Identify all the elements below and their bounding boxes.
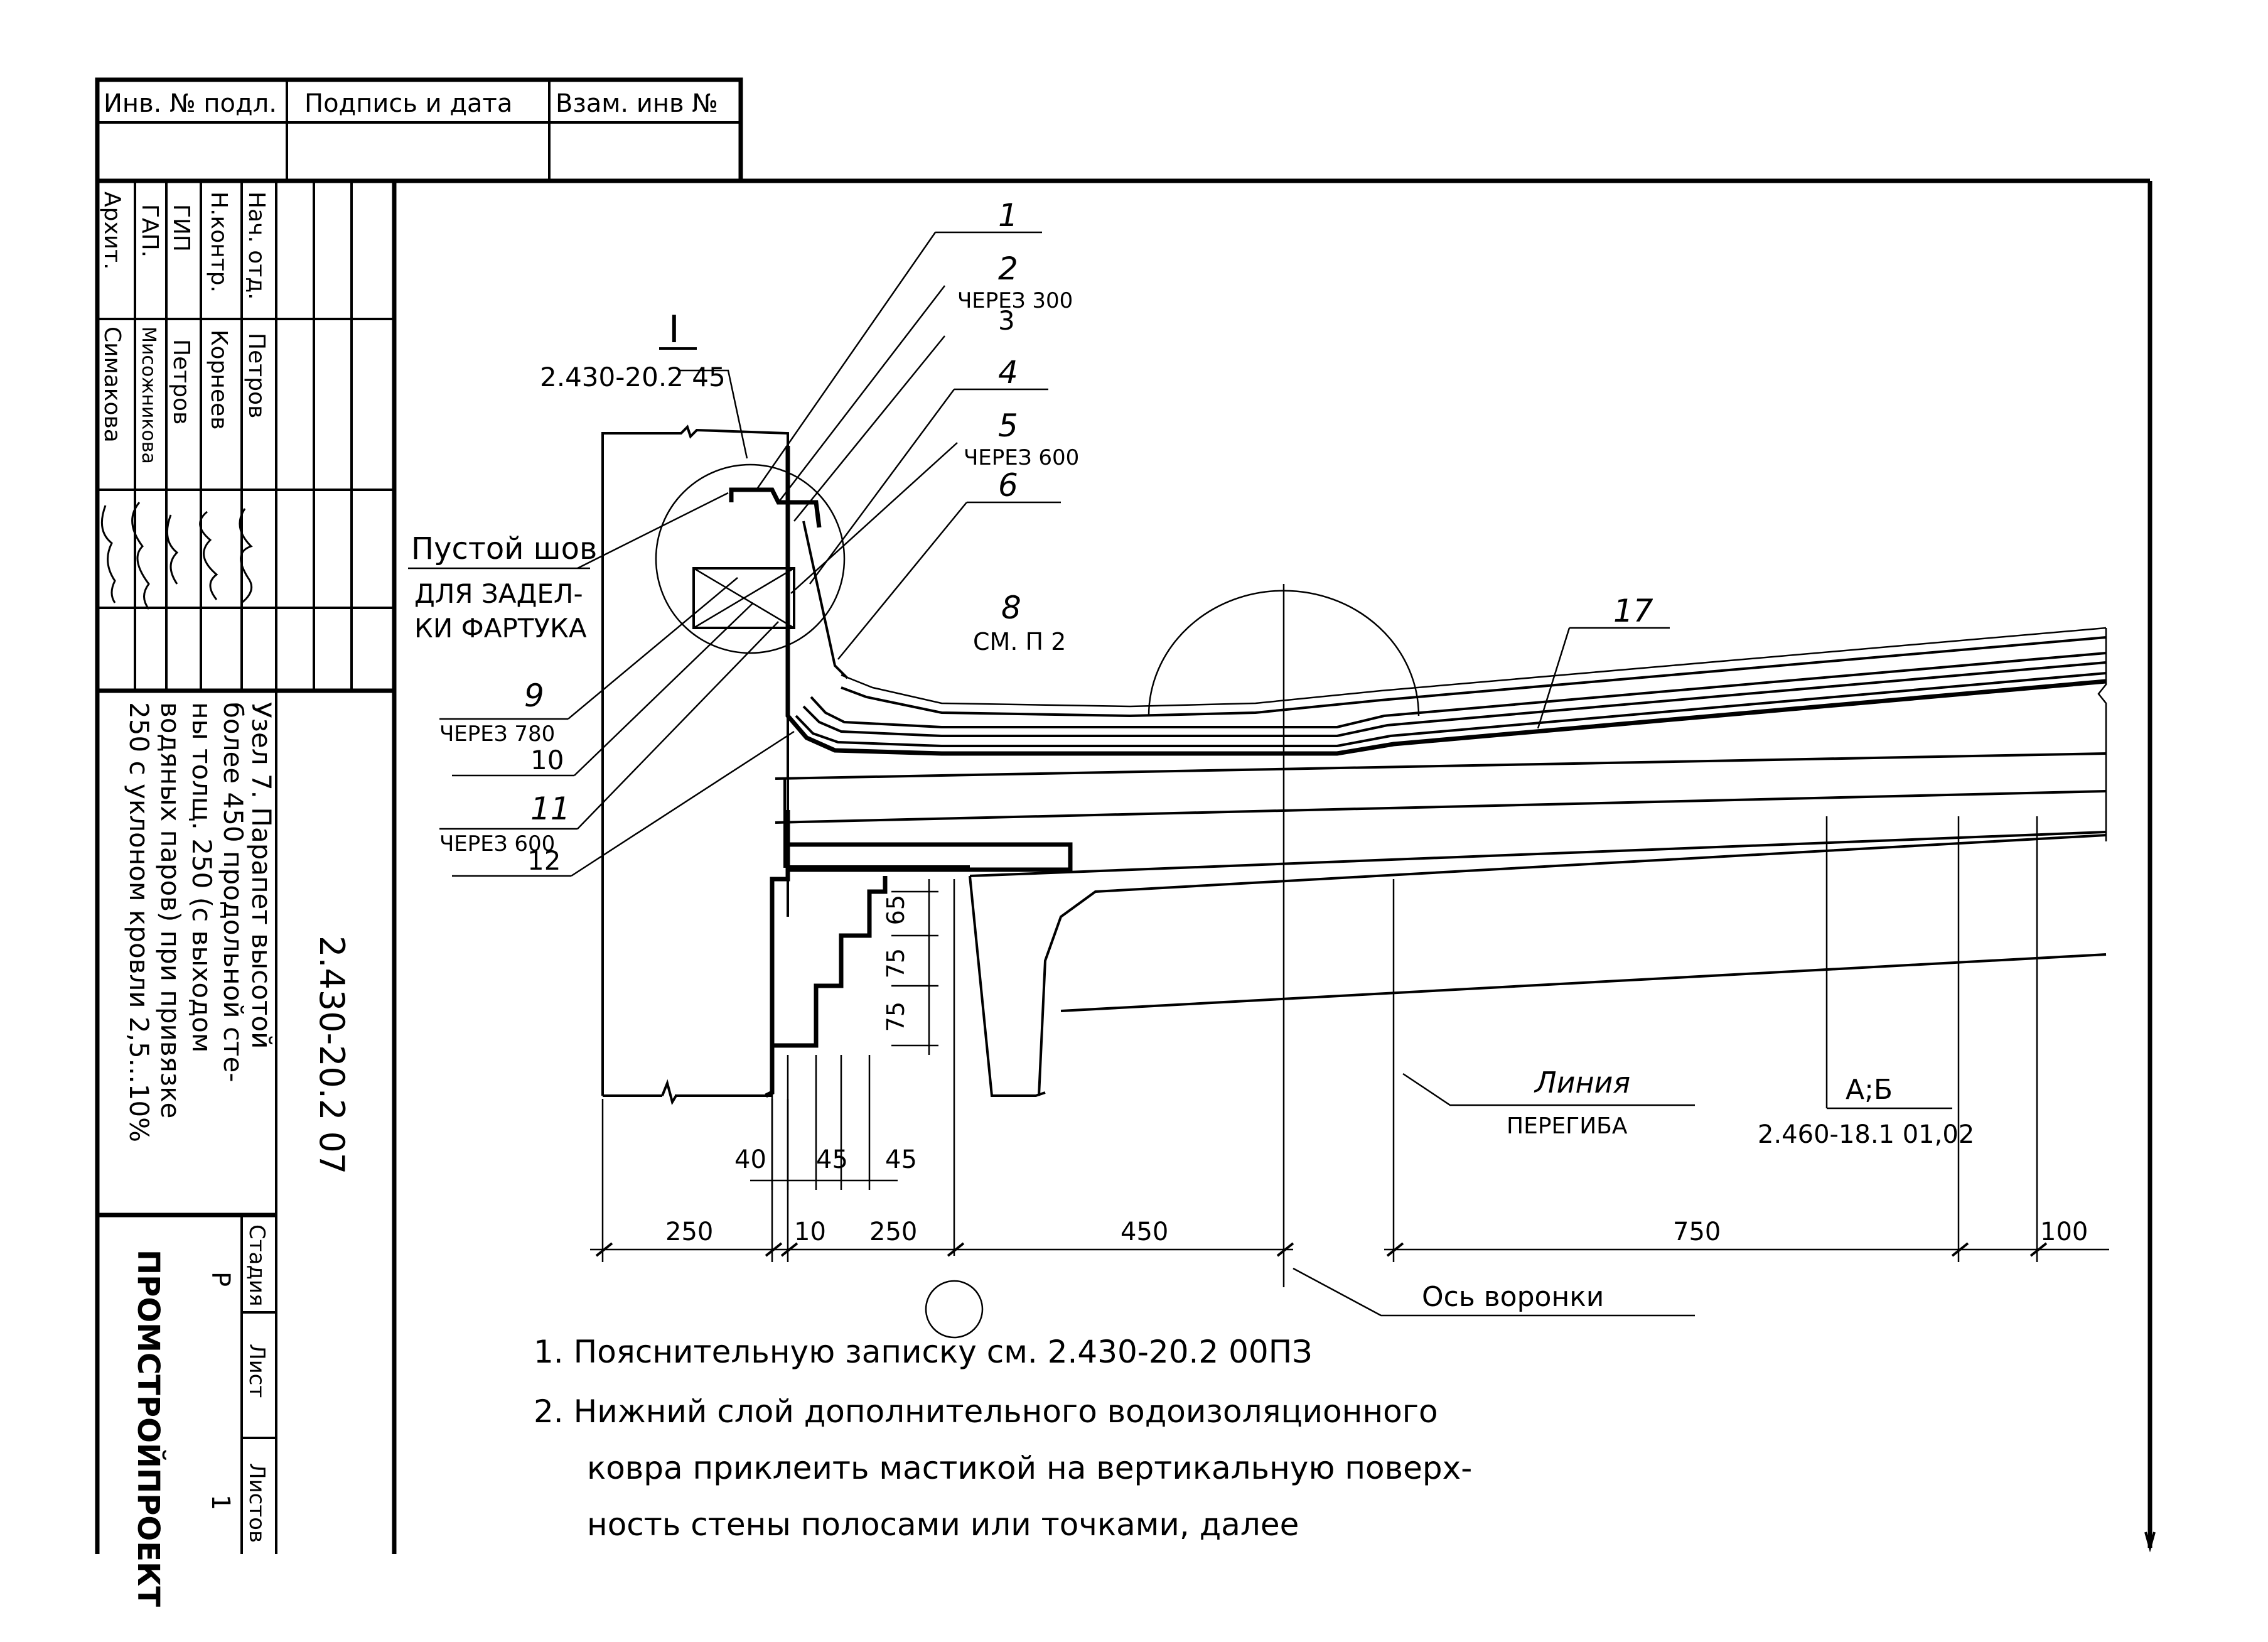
note-2: 2. Нижний слой дополнительного водоизоля… (534, 1393, 1438, 1430)
description-line-3: ны толщ. 250 (с выходом (186, 702, 217, 1052)
callouts: 1 2 ЧЕРЕЗ 300 3 4 5 ЧЕРЕЗ 600 6 8 СМ. П … (408, 197, 1670, 877)
signer-role-1: Нач. отд. (244, 192, 269, 300)
callout-9-note: ЧЕРЕЗ 780 (439, 721, 555, 747)
signer-role-2: Н.контр. (206, 192, 232, 293)
annotations: Линия ПЕРЕГИБА А;Б 2.460-18.1 01,02 Ось … (925, 816, 1974, 1339)
stamp-inv-podl: Инв. № подл. (104, 89, 277, 118)
bottom-dim-250a: 250 (665, 1218, 713, 1246)
sheets-value: 1 (206, 1494, 235, 1510)
ab-ref-1: А;Б (1846, 1074, 1893, 1106)
callout-12: 12 (527, 845, 561, 876)
top-stamp: Инв. № подл. Подпись и дата Взам. инв № (95, 77, 743, 183)
bottom-dim-750: 750 (1673, 1218, 1721, 1246)
description-line-1: Узел 7. Парапет высотой (246, 702, 277, 1049)
small-dim-45a: 45 (816, 1145, 848, 1174)
empty-joint-line-2: ДЛЯ ЗАДЕЛ- (414, 578, 583, 609)
sheet-header: Лист (244, 1344, 269, 1398)
callout-11-note: ЧЕРЕЗ 600 (439, 831, 555, 856)
signer-role-4: ГАП. (137, 204, 163, 257)
organization: ПРОМСТРОЙПРОЕКТ (131, 1250, 166, 1607)
signer-name-3: Петров (168, 339, 194, 424)
small-dim-40: 40 (734, 1145, 766, 1174)
bottom-dim-100: 100 (2040, 1218, 2088, 1246)
signer-name-5: Симакова (99, 327, 125, 443)
empty-joint-line-3: КИ ФАРТУКА (414, 613, 587, 644)
bend-line-2: ПЕРЕГИБА (1507, 1113, 1628, 1139)
dimensions: 65 75 75 40 45 45 250 10 250 450 750 100 (590, 816, 2109, 1262)
note-1: 1. Пояснительную записку см. 2.430-20.2 … (534, 1334, 1312, 1370)
stage-value: Р (206, 1272, 235, 1287)
callout-1: 1 (998, 197, 1018, 234)
signer-name-2: Корнеев (206, 330, 232, 430)
callout-10: 10 (530, 745, 564, 775)
stamp-podpis-data: Подпись и дата (304, 89, 512, 118)
description-line-2: более 450 продольной сте- (218, 702, 249, 1083)
small-dim-45b: 45 (885, 1145, 917, 1174)
drawing-frame (394, 178, 2156, 1553)
description-line-5: 250 с уклоном кровли 2,5...10% (124, 702, 154, 1142)
callout-9: 9 (524, 678, 544, 714)
bottom-dim-250b: 250 (869, 1218, 917, 1246)
signatures (100, 502, 253, 610)
parapet-node-drawing: I 2.430-20.2 45 (540, 308, 2107, 1287)
empty-joint-line-1: Пустой шов (411, 531, 597, 566)
callout-8-note: СМ. П 2 (973, 628, 1066, 656)
note-3: ковра приклеить мастикой на вертикальную… (587, 1450, 1472, 1486)
note-4: ность стены полосами или точками, далее (587, 1506, 1299, 1543)
sheets-header: Листов (244, 1463, 269, 1543)
bottom-dim-10: 10 (794, 1218, 826, 1246)
callout-17: 17 (1613, 593, 1653, 629)
step-dim-75a: 75 (882, 948, 910, 978)
callout-5: 5 (998, 408, 1018, 444)
stamp-vzam-inv: Взам. инв № (556, 89, 718, 118)
ab-ref-2: 2.460-18.1 01,02 (1758, 1120, 1974, 1149)
callout-11: 11 (530, 791, 571, 827)
bend-line-1: Линия (1534, 1066, 1630, 1099)
callout-2-note: ЧЕРЕЗ 300 (957, 288, 1073, 313)
title-strip: Нач. отд. Н.контр. ГИП ГАП. Архит. Петро… (95, 80, 397, 1607)
bottom-dim-450: 450 (1121, 1218, 1168, 1246)
signer-name-1: Петров (244, 333, 269, 418)
notes: 1. Пояснительную записку см. 2.430-20.2 … (534, 1334, 1472, 1543)
step-dim-75b: 75 (882, 1002, 910, 1032)
callout-6: 6 (998, 467, 1018, 504)
stage-header: Стадия (244, 1224, 269, 1306)
description-line-4: водяных паров) при привязке (155, 702, 186, 1118)
callout-4: 4 (998, 354, 1018, 391)
doc-number: 2.430-20.2 07 (312, 936, 352, 1174)
callout-5-note: ЧЕРЕЗ 600 (964, 445, 1079, 470)
callout-2: 2 (998, 251, 1018, 287)
callout-3: 3 (998, 305, 1015, 336)
funnel-axis: Ось воронки (1422, 1281, 1604, 1313)
step-dim-65: 65 (882, 895, 910, 925)
signer-name-4: Мисожникова (137, 327, 159, 464)
node-ref: 2.430-20.2 45 (540, 362, 726, 392)
signer-role-5: Архит. (99, 192, 125, 270)
signer-role-3: ГИП (168, 204, 194, 252)
callout-8: 8 (1001, 590, 1021, 626)
node-mark: I (669, 308, 680, 352)
